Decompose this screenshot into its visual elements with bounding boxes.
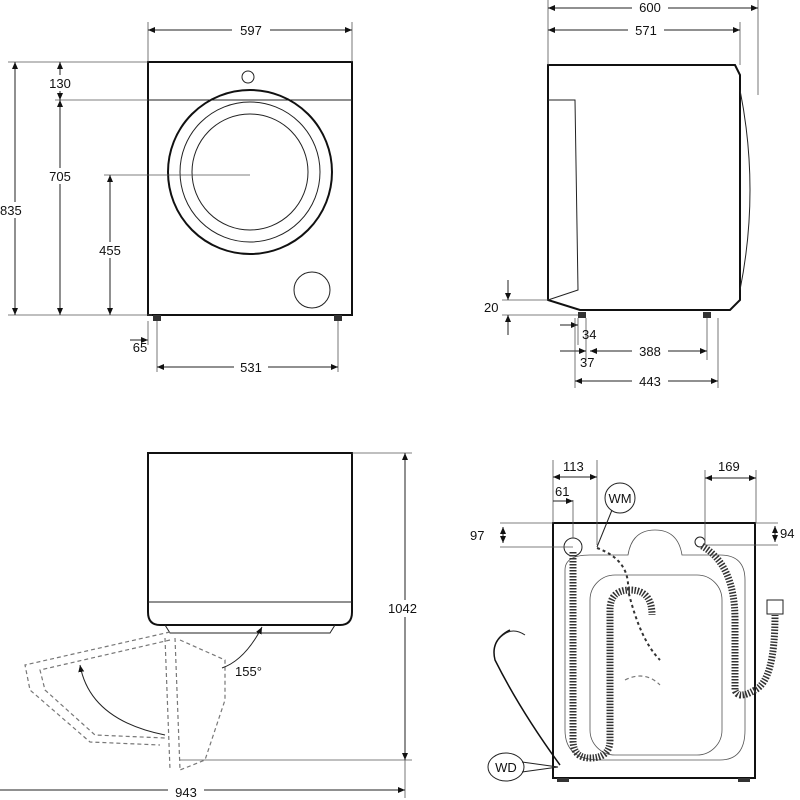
front-width-label: 597 (240, 23, 262, 38)
side-view: 600 571 20 34 37 388 443 (484, 0, 759, 389)
foot-offset-a-label: 34 (582, 327, 596, 342)
door-outer (167, 89, 333, 255)
back-inner-contour (589, 574, 723, 756)
open-door-side (179, 639, 226, 771)
program-knob-icon (241, 70, 255, 84)
drain-from-top-label: 94 (780, 526, 794, 541)
top-body (147, 452, 353, 626)
inlet-hose (700, 542, 779, 699)
front-body (147, 61, 353, 316)
depth-body-label: 571 (635, 23, 657, 38)
door-hinge-area (164, 624, 336, 634)
back-panel (552, 522, 756, 779)
door-swing-line-b (174, 637, 181, 771)
door-swing-line-a (164, 637, 171, 771)
side-panel-recess (547, 99, 579, 301)
side-foot-span-label: 443 (639, 374, 661, 389)
door-center-height-label: 705 (49, 169, 71, 184)
side-foot-rear (703, 312, 711, 318)
door-ring (179, 101, 321, 243)
total-height-label: 1042 (388, 601, 417, 616)
drain-hose (569, 552, 656, 762)
back-view: 113 61 97 WM 169 94 WD (470, 459, 794, 782)
inlet-offset-inner-label: 61 (555, 484, 569, 499)
hose-fitting-icon (766, 599, 784, 615)
depth-door-open-label: 943 (175, 785, 197, 800)
foot-spacing-label: 531 (240, 360, 262, 375)
side-body (547, 64, 741, 311)
foot-offset-b-label: 37 (580, 355, 594, 370)
depth-with-door-label: 600 (639, 0, 661, 15)
side-foot-spacing-label: 388 (639, 344, 661, 359)
front-total-height-label: 835 (0, 203, 22, 218)
door-open-view: 155° 1042 943 (0, 452, 425, 800)
door-profile (739, 89, 751, 291)
inlet-offset-outer-label: 113 (563, 459, 584, 474)
door-glass (191, 113, 309, 231)
top-panel-height-label: 130 (49, 76, 71, 91)
power-plug-icon (497, 630, 526, 641)
water-drain-label: WD (495, 760, 517, 775)
water-drain-callout (487, 752, 525, 782)
front-foot-right (334, 315, 342, 321)
foot-offset-label: 65 (133, 340, 147, 355)
foot-height-label: 20 (484, 300, 498, 315)
door-angle-label: 155° (235, 664, 262, 679)
door-bottom-height-label: 455 (99, 243, 121, 258)
front-foot-left (153, 315, 161, 321)
water-mains-callout (604, 482, 636, 514)
open-door-outline-outer (24, 631, 171, 746)
front-view: 597 835 130 705 455 65 531 (0, 22, 353, 375)
open-door-outline-inner (39, 639, 171, 739)
drain-offset-label: 169 (718, 459, 740, 474)
door-angle-arc (78, 664, 166, 736)
wm-dashed-route (596, 547, 661, 661)
inlet-from-top-label: 97 (470, 528, 484, 543)
filter-cover (293, 271, 331, 309)
side-foot-front (578, 312, 586, 318)
water-mains-label: WM (608, 491, 631, 506)
power-cable (493, 629, 561, 766)
